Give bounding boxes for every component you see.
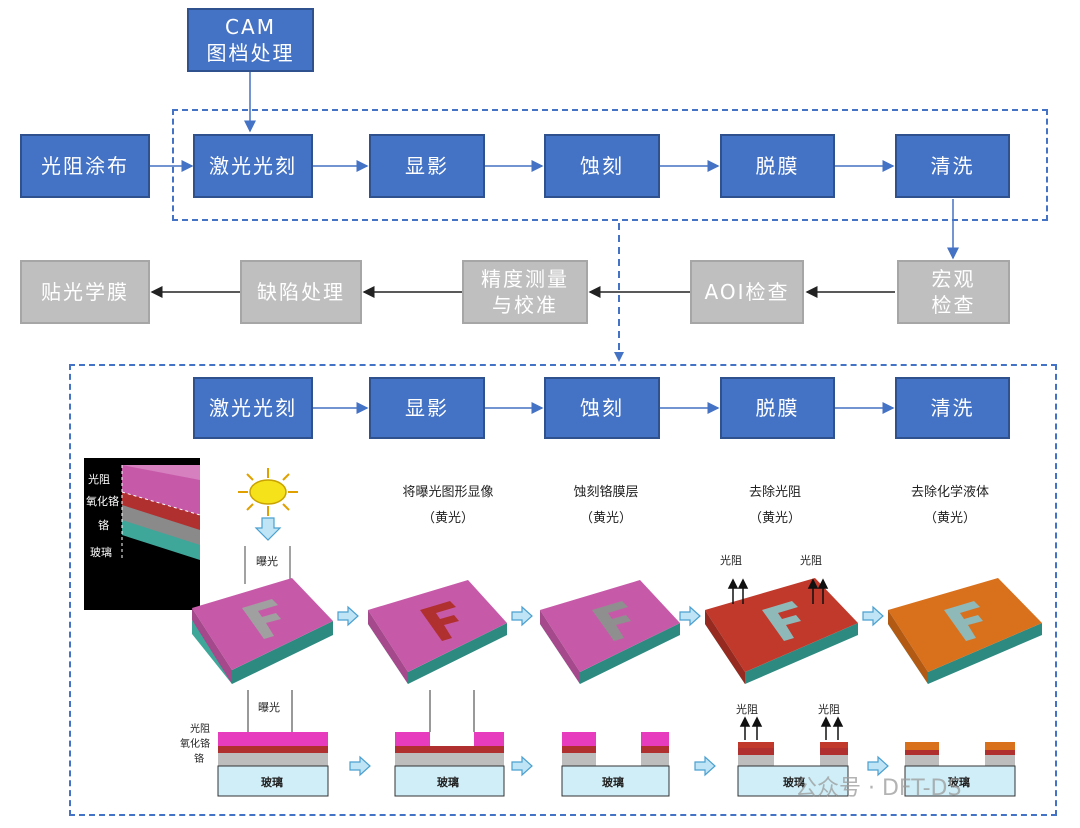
detail-process-group [69,364,1057,816]
stage-title-text: 将曝光图形显像 [402,485,494,500]
precision-calibration-box: 精度测量 与校准 [462,260,588,324]
glass-label-3: 玻璃 [602,776,624,789]
section-label-photoresist: 光阻 [190,724,210,735]
section-label-chrome-oxide: 氧化铬 [180,739,210,750]
stage-sub-text: （黄光） [579,511,632,526]
dashed-link-arrowhead [614,352,624,362]
cross-section-step-arrows [349,755,889,777]
top-step-etch: 蚀刻 [544,134,660,198]
section-label-chrome: 铬 [194,754,204,765]
cam-label-1: CAM [225,15,276,39]
step-label: 蚀刻 [580,396,624,420]
exposure-arrow-icon [254,517,282,541]
stage-sub-text: （黄光） [748,511,801,526]
bottom-step-clean: 清洗 [895,377,1010,439]
bottom-step-laser-litho: 激光光刻 [193,377,313,439]
stage-title-text: 去除化学液体 [910,485,989,500]
step-label: 脱膜 [755,396,800,420]
macro-label-2: 检查 [931,293,976,317]
glass-label-1: 玻璃 [261,776,283,789]
legend-label-chrome-oxide: 氧化铬 [86,495,119,508]
top-step-develop: 显影 [369,134,485,198]
plate-exposed [192,578,333,684]
cross-section-1 [217,690,329,797]
legend-label-chrome: 铬 [98,519,109,532]
macro-label-1: 宏观 [931,267,976,291]
stage-title-strip: 去除光阻 （黄光） [715,480,835,532]
cross-section-5 [904,742,1016,797]
plate-stripped [705,578,858,684]
optical-film-box: 贴光学膜 [20,260,150,324]
step-label: 脱膜 [755,154,800,178]
exposure-label-top: 曝光 [256,555,278,568]
plate-step-arrows [337,605,884,627]
photoresist-coating-box: 光阻涂布 [20,134,150,198]
step-label: 显影 [405,396,449,420]
exposure-label-section: 曝光 [258,701,280,714]
legend-label-photoresist: 光阻 [88,473,110,486]
step-label: 清洗 [930,154,975,178]
bottom-step-develop: 显影 [369,377,485,439]
photoresist-removal-arrows [727,578,829,604]
top-row-arrows [150,72,959,260]
macro-inspection-box: 宏观 检查 [897,260,1010,324]
cross-section-2 [394,690,505,797]
step-label: 蚀刻 [580,154,624,178]
step-label: 激光光刻 [209,396,297,420]
cam-processing-box: CAM 图档处理 [187,8,314,72]
precision-label-1: 精度测量 [481,267,569,291]
section-photoresist-right: 光阻 [818,703,840,716]
stage-sub-text: （黄光） [421,511,474,526]
stage-title-clean: 去除化学液体 （黄光） [870,480,1030,532]
layer-stack-legend [84,458,201,610]
glass-label-5: 玻璃 [948,776,970,789]
stage-title-develop: 将曝光图形显像 （黄光） [378,480,518,532]
top-step-laser-litho: 激光光刻 [193,134,313,198]
glass-label-4: 玻璃 [783,776,805,789]
cross-section-3 [561,732,670,797]
stage-title-etch: 蚀刻铬膜层 （黄光） [546,480,666,532]
section-photoresist-left: 光阻 [736,703,758,716]
cross-section-4 [737,716,849,797]
aoi-inspection-box: AOI检查 [690,260,804,324]
photoresist-label-plate-left: 光阻 [720,554,742,567]
aoi-label: AOI检查 [704,280,790,304]
step-label: 显影 [405,154,449,178]
bottom-step-etch: 蚀刻 [544,377,660,439]
defect-label: 缺陷处理 [257,280,345,304]
plate-developed [368,580,507,684]
stage-title-text: 蚀刻铬膜层 [573,485,639,500]
plate-cleaned [888,578,1042,684]
stage-sub-text: （黄光） [923,511,976,526]
cam-label-2: 图档处理 [206,41,295,65]
top-step-strip: 脱膜 [720,134,835,198]
stage-title-text: 去除光阻 [748,485,801,500]
bottom-step-strip: 脱膜 [720,377,835,439]
watermark: 公众号 · DFT-DS [795,776,962,801]
step-label: 激光光刻 [209,154,297,178]
optical-film-label: 贴光学膜 [41,280,129,304]
glass-label-2: 玻璃 [437,776,459,789]
legend-label-glass: 玻璃 [90,546,112,559]
photoresist-coating-label: 光阻涂布 [41,154,129,178]
precision-label-2: 与校准 [492,293,558,317]
top-process-group [172,109,1048,221]
defect-processing-box: 缺陷处理 [240,260,362,324]
plate-etched [540,580,680,684]
step-label: 清洗 [930,396,975,420]
photoresist-label-plate-right: 光阻 [800,554,822,567]
top-step-clean: 清洗 [895,134,1010,198]
sun-icon [238,468,298,516]
